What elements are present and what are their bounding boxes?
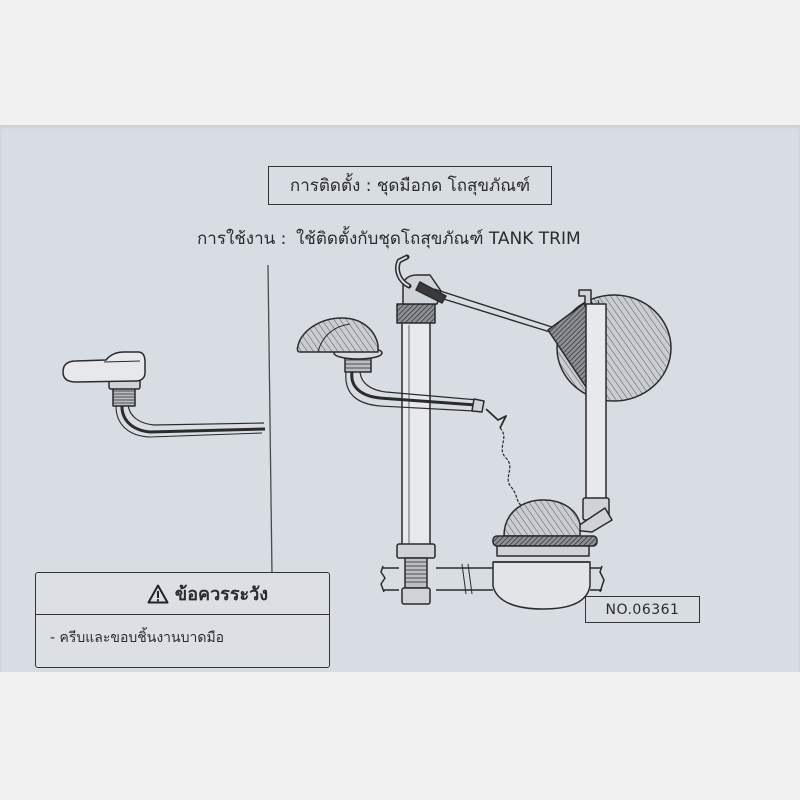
refill-nozzle-inner <box>396 256 410 287</box>
chain-clip <box>485 408 507 429</box>
tank-handle-thread-lines <box>345 359 371 369</box>
handle-lever-lip <box>103 360 141 363</box>
background-top <box>0 0 800 125</box>
handle-arm-edge-bottom <box>115 405 263 438</box>
flapper <box>503 499 581 537</box>
tank-trim-drawing <box>296 254 672 610</box>
warning-heading: ข้อควรระวัง <box>174 584 269 605</box>
fill-valve-thread-lines <box>405 561 427 583</box>
overflow-tube <box>585 303 607 505</box>
fill-valve-band <box>396 303 436 324</box>
fill-valve-flange <box>396 543 436 559</box>
tank-floor-break <box>461 563 473 595</box>
tank-floor <box>380 565 605 593</box>
flapper-arm <box>571 507 613 533</box>
warning-box: ข้อควรระวัง - ครีบและขอบชิ้นงานบาดมือ <box>35 572 330 668</box>
float-arm <box>433 288 553 333</box>
tank-handle-head-edge <box>317 323 351 353</box>
handle-thread-lines <box>113 390 135 404</box>
flush-handle-drawing <box>62 351 266 438</box>
background-bottom <box>0 672 800 800</box>
page-title-text: การติดตั้ง : ชุดมือกด โถสุขภัณฑ์ <box>289 176 531 196</box>
warning-exclamation-dot <box>156 598 159 601</box>
tank-handle-arm-edge-bottom <box>345 371 475 412</box>
tank-handle-arm-tip <box>471 398 485 413</box>
fill-valve-tube <box>401 321 431 547</box>
overflow-tube-clip <box>578 289 592 307</box>
warning-header: ข้อควรระวัง <box>36 573 329 615</box>
flush-valve-body <box>492 561 591 610</box>
warning-exclamation-bar <box>156 590 159 598</box>
handle-arm <box>120 403 266 434</box>
page-title: การติดตั้ง : ชุดมือกด โถสุขภัณฑ์ <box>268 166 552 205</box>
usage-text: ใช้ติดตั้งกับชุดโถสุขภัณฑ์ TANK TRIM <box>296 229 581 249</box>
tank-handle-arm-edge-top <box>359 369 479 401</box>
flush-valve-flange <box>496 545 590 557</box>
flapper-seat <box>492 535 598 547</box>
tank-handle-arm <box>350 371 477 407</box>
warning-triangle-outline <box>147 584 169 603</box>
chain <box>499 427 523 507</box>
warning-triangle-icon <box>147 584 169 603</box>
handle-lever <box>62 351 146 383</box>
fill-valve-nut <box>401 587 431 605</box>
handle-arm-edge-top <box>127 401 265 426</box>
model-number: NO.06361 <box>605 601 680 618</box>
model-number-box: NO.06361 <box>585 596 700 623</box>
float-arm-link <box>415 281 447 304</box>
usage-label: การใช้งาน : <box>197 229 287 249</box>
tank-handle-head <box>296 317 379 353</box>
warning-item: - ครีบและขอบชิ้นงานบาดมือ <box>50 630 225 646</box>
fill-valve-shank <box>404 557 428 589</box>
